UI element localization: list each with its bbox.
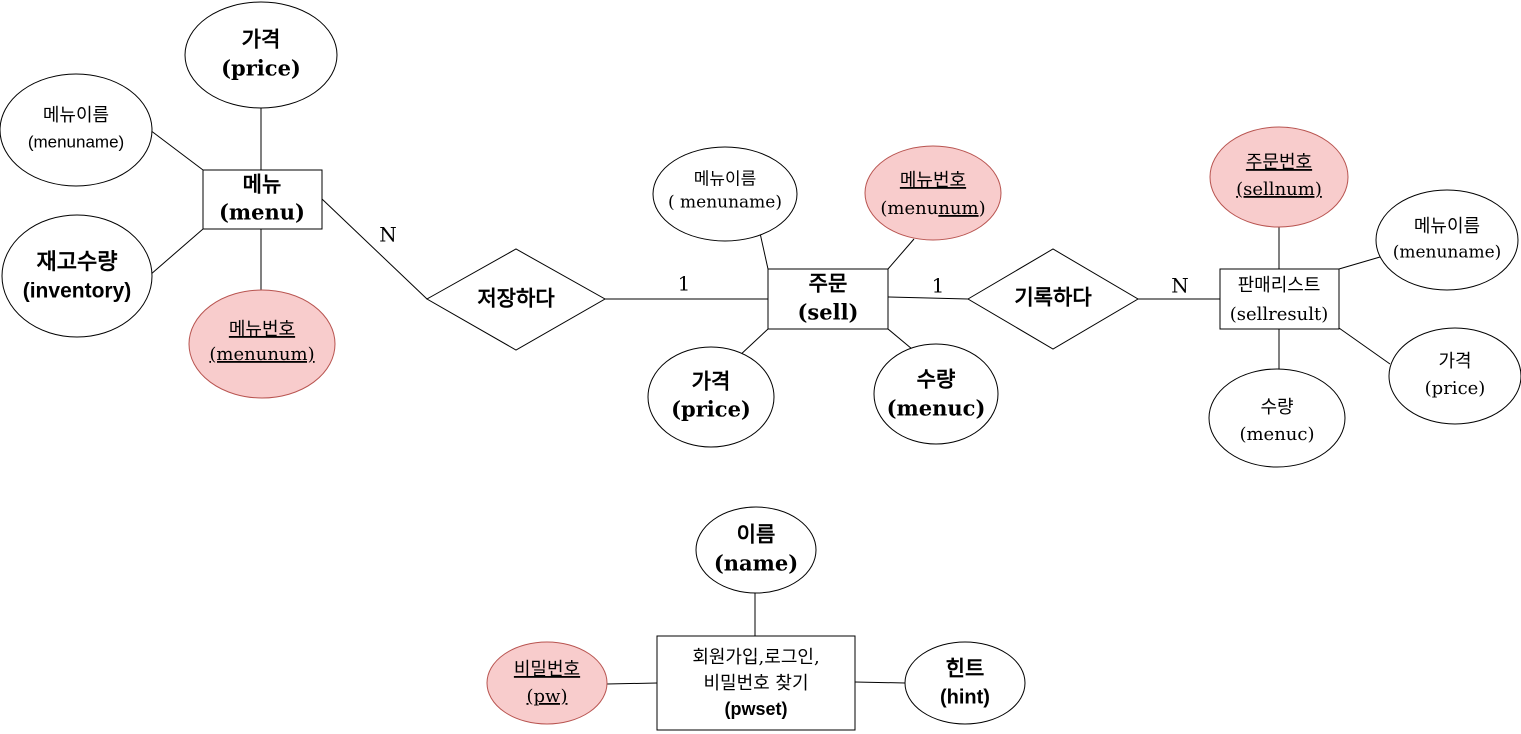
entity-sell-eng: (sell) <box>797 300 858 325</box>
attr-sell-price[interactable]: 가격 (price) <box>647 346 775 448</box>
attr-sell-menunum-key[interactable]: 메뉴번호 (menunum) <box>864 145 1002 241</box>
relationship-record-name: 기록하다 <box>1014 285 1092 310</box>
attr-sell-menunum-eng: (menunum) <box>880 198 985 219</box>
entity-pwset-line2: 비밀번호 찾기 <box>703 673 808 694</box>
line-sell-menuname <box>759 232 769 270</box>
attr-sell-menunum-name: 메뉴번호 <box>900 170 966 191</box>
line-menu-menuname <box>149 129 204 171</box>
line-sell-record <box>887 296 969 300</box>
attr-sell-menuname[interactable]: 메뉴이름 ( menuname) <box>652 146 798 242</box>
attr-menu-price-name: 가격 <box>242 27 281 52</box>
entity-menu-name: 메뉴 <box>243 172 282 197</box>
attr-pwset-hint-eng: (hint) <box>940 686 990 708</box>
attr-menu-menunum-eng: (menunum) <box>209 344 314 365</box>
entity-sellresult-name: 판매리스트 <box>1238 275 1321 296</box>
entity-sell-name: 주문 <box>809 271 848 296</box>
attr-menu-inventory-eng: (inventory) <box>23 280 132 303</box>
entity-pwset[interactable]: 회원가입,로그인, 비밀번호 찾기 (pwset) <box>656 635 856 731</box>
attr-sell-menuname-eng: ( menuname) <box>668 193 782 213</box>
entity-pwset-eng: (pwset) <box>725 699 788 719</box>
entity-sell[interactable]: 주문 (sell) <box>767 268 889 330</box>
attr-sell-menunum-eng-prefix: (menu <box>880 198 938 219</box>
attr-sell-menuc-name: 수량 <box>917 367 956 392</box>
attr-menu-menunum-name: 메뉴번호 <box>229 319 295 340</box>
attr-pwset-pw-eng: (pw) <box>527 686 568 707</box>
cardinality-menu-store: N <box>379 223 397 247</box>
attr-menu-menuname-name: 메뉴이름 <box>43 105 109 126</box>
attr-pwset-hint[interactable]: 힌트 (hint) <box>904 641 1026 725</box>
attr-sell-price-eng: (price) <box>671 397 751 422</box>
cardinality-record-sellresult: N <box>1171 274 1189 298</box>
attr-sellresult-menuname-eng: (menuname) <box>1393 243 1502 263</box>
line-sellresult-menuname <box>1338 256 1381 270</box>
attr-sellresult-menuc-name: 수량 <box>1260 397 1293 418</box>
attr-menu-price[interactable]: 가격 (price) <box>184 1 338 109</box>
line-sell-menunum <box>887 238 915 270</box>
entity-pwset-line1: 회원가입,로그인, <box>692 647 819 668</box>
line-menu-store <box>321 198 428 300</box>
line-pwset-pw <box>606 682 658 685</box>
attr-sellresult-sellnum-name: 주문번호 <box>1246 152 1312 173</box>
attr-menu-inventory-name: 재고수량 <box>37 249 118 274</box>
attr-sellresult-price-eng: (price) <box>1425 378 1486 399</box>
line-menu-inventory <box>149 228 204 276</box>
attr-sell-menuc-eng: (menuc) <box>887 396 986 421</box>
cardinality-store-sell: 1 <box>678 272 691 296</box>
attr-pwset-pw-name: 비밀번호 <box>514 659 580 680</box>
attr-sell-menunum-eng-key: num <box>938 198 978 219</box>
attr-sell-price-name: 가격 <box>692 369 731 394</box>
cardinality-sell-record: 1 <box>932 274 945 298</box>
line-pwset-hint <box>854 681 906 684</box>
attr-menu-price-eng: (price) <box>221 56 301 81</box>
attr-menu-menunum-key[interactable]: 메뉴번호 (menunum) <box>188 289 336 399</box>
attr-pwset-hint-name: 힌트 <box>946 658 985 681</box>
attr-sell-menuc[interactable]: 수량 (menuc) <box>873 343 999 445</box>
entity-sellresult-eng: (sellresult) <box>1230 304 1329 325</box>
entity-menu-eng: (menu) <box>219 200 305 225</box>
attr-pwset-name-eng: (name) <box>714 551 798 576</box>
attr-sellresult-price-name: 가격 <box>1438 351 1471 372</box>
attr-sellresult-sellnum-key[interactable]: 주문번호 (sellnum) <box>1209 126 1349 228</box>
attr-pwset-pw-key[interactable]: 비밀번호 (pw) <box>486 641 608 725</box>
relationship-record[interactable]: 기록하다 <box>967 248 1139 350</box>
attr-sellresult-sellnum-eng: (sellnum) <box>1236 179 1322 200</box>
attr-menu-menuname-eng: (menuname) <box>28 132 124 151</box>
attr-sell-menunum-eng-suffix: ) <box>979 198 986 219</box>
attr-sellresult-menuc-eng: (menuc) <box>1239 424 1314 445</box>
line-sellresult-price <box>1338 327 1391 365</box>
attr-sell-menuname-name: 메뉴이름 <box>694 170 757 190</box>
attr-pwset-name[interactable]: 이름 (name) <box>695 506 817 594</box>
attr-sellresult-menuc[interactable]: 수량 (menuc) <box>1208 368 1346 468</box>
attr-sellresult-price[interactable]: 가격 (price) <box>1388 327 1521 425</box>
attr-sellresult-menuname-name: 메뉴이름 <box>1414 216 1480 237</box>
attr-sellresult-menuname[interactable]: 메뉴이름 (menuname) <box>1375 189 1519 291</box>
entity-menu[interactable]: 메뉴 (menu) <box>202 169 323 230</box>
line-sell-price <box>737 328 769 358</box>
entity-sellresult[interactable]: 판매리스트 (sellresult) <box>1219 268 1340 330</box>
attr-menu-menuname[interactable]: 메뉴이름 (menuname) <box>0 73 153 187</box>
relationship-store[interactable]: 저장하다 <box>425 248 607 351</box>
attr-menu-inventory[interactable]: 재고수량 (inventory) <box>1 214 153 338</box>
attr-pwset-name-name: 이름 <box>737 522 776 547</box>
relationship-store-name: 저장하다 <box>477 286 555 311</box>
